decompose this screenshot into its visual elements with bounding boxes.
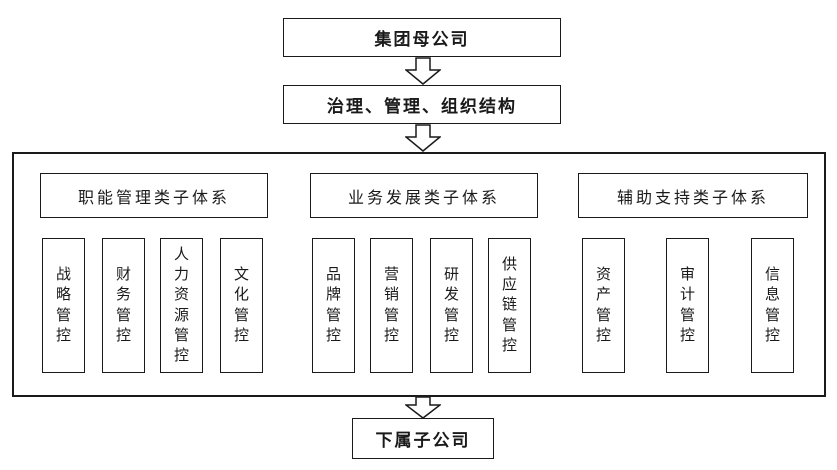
governance-structure-box: 治理、管理、组织结构 (283, 85, 561, 124)
control-item-label: 审计管控 (680, 267, 696, 344)
control-item-label: 品牌管控 (326, 267, 342, 344)
subsidiary-company-label: 下属子公司 (375, 431, 471, 450)
control-item-box-brand: 品牌管控 (312, 238, 355, 373)
control-item-box-strategy: 战略管控 (42, 238, 85, 373)
control-item-box-human-resources: 人力资源管控 (160, 238, 203, 373)
control-item-label: 供应链管控 (502, 256, 518, 354)
group-parent-company-label: 集团母公司 (374, 30, 470, 49)
control-item-box-audit: 审计管控 (666, 238, 709, 373)
functional-management-header-label: 职能管理类子体系 (77, 189, 230, 207)
subsidiary-company-box: 下属子公司 (352, 418, 494, 459)
control-item-label: 信息管控 (765, 267, 781, 344)
control-item-label: 文化管控 (234, 267, 250, 344)
control-item-box-assets: 资产管控 (582, 238, 625, 373)
down-arrow-icon (405, 57, 441, 85)
governance-structure-label: 治理、管理、组织结构 (327, 97, 517, 116)
down-arrow-icon (405, 396, 441, 419)
group-parent-company-box: 集团母公司 (283, 18, 561, 57)
control-item-label: 财务管控 (116, 267, 132, 344)
business-development-header-box: 业务发展类子体系 (310, 173, 538, 218)
control-item-box-information: 信息管控 (751, 238, 794, 373)
control-item-label: 人力资源管控 (174, 246, 190, 364)
auxiliary-support-header-box: 辅助支持类子体系 (578, 173, 808, 218)
control-item-box-marketing: 营销管控 (370, 238, 413, 373)
business-development-header-label: 业务发展类子体系 (347, 189, 500, 207)
control-item-box-supply-chain: 供应链管控 (488, 238, 531, 373)
control-item-label: 营销管控 (384, 267, 400, 344)
control-item-box-finance: 财务管控 (102, 238, 145, 373)
control-item-box-culture: 文化管控 (220, 238, 263, 373)
control-item-label: 战略管控 (56, 267, 72, 344)
auxiliary-support-header-label: 辅助支持类子体系 (616, 189, 769, 207)
functional-management-header-box: 职能管理类子体系 (40, 173, 268, 218)
down-arrow-icon (405, 124, 441, 152)
control-item-label: 资产管控 (596, 267, 612, 344)
control-item-box-rnd: 研发管控 (430, 238, 473, 373)
control-item-label: 研发管控 (444, 267, 460, 344)
